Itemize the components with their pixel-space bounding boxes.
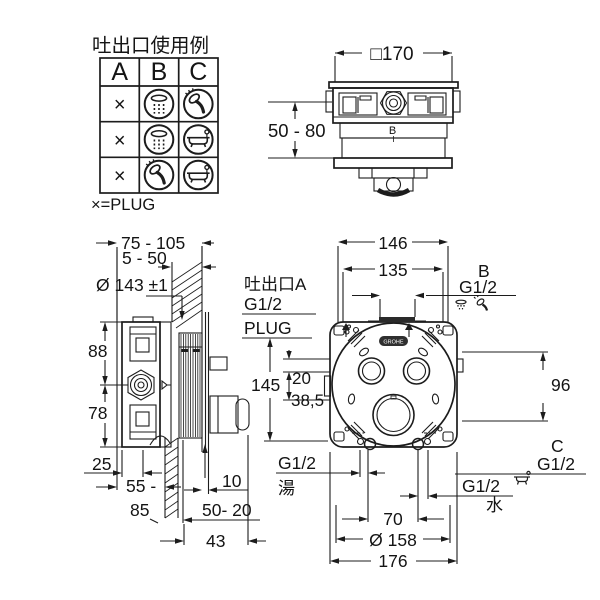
dim-78-text: 78 [88,403,107,423]
grohe-logo [379,336,408,346]
dim-10-text: 10 [222,471,242,491]
dim-135-text: 135 [378,260,407,280]
dim-146-text: 146 [378,233,407,253]
dim-20-38: 20 38,5 [283,350,330,410]
outlet-c-thread-text: G1/2 [537,454,575,474]
hand-shower-icon [182,86,215,120]
cold-thread-text: G1/2 [462,476,500,496]
dim-43: 43 [160,435,266,551]
corner-fixings [333,324,454,442]
dim-88-78: 88 78 [88,321,128,448]
plug-mark: × [114,130,126,152]
grohe-logo-text: GROHE [383,340,404,346]
dim-10: 10 [184,471,248,493]
dim-96-text: 96 [551,375,570,395]
marking-b: B [389,125,396,137]
dim-70-text: 70 [383,509,403,529]
dim-5-50-text: 5 - 50 [122,248,167,268]
dim-55-85: 55 - 85 [96,250,181,524]
wall-section-lower [164,437,179,519]
alignment-arrow-icon [342,323,413,337]
dim-176-text: 176 [378,551,407,571]
dim-20-text: 20 [292,369,311,388]
hand-shower-icon [143,157,175,191]
dim-50-20: 50- 20 [182,440,260,523]
plug-mark: × [114,94,126,116]
dim-25: 25 [84,450,162,477]
usage-table-grid [99,57,219,194]
dim-170: □170 [370,44,413,65]
dim-75-105: 75 - 105 [96,233,214,320]
front-view: 146 135 B G1/2 [242,233,586,571]
dim-70: 70 [342,509,444,529]
outlet-b-text: B [478,261,490,281]
dim-55-text: 55 - [126,476,156,496]
cold-text: 水 [486,496,503,515]
dim-145-text: 145 [251,375,280,395]
overhead-shower-icon [143,88,175,120]
dim-5-50: 5 - 50 [122,248,216,270]
dim-158: Ø 158 [335,505,451,550]
trim-parts [202,356,250,478]
usage-table-title: 吐出口使用例 [92,35,209,57]
dim-50-20-text: 50- 20 [202,500,252,520]
outlet-b-thread-text: G1/2 [459,277,497,297]
bathtub-icon [183,124,214,155]
plug-label-text: PLUG [244,318,292,338]
wall-sleeve [178,312,210,494]
bathtub-icon [183,159,214,191]
dim-145: 145 [251,338,328,442]
mini-overhead-shower-icon [455,299,467,310]
col-header-c: C [189,58,207,86]
cold-inlet-label: G1/2 水 [400,450,513,522]
top-view: □170 [268,44,461,197]
hot-inlet-label: G1/2 湯 [276,450,385,522]
outlet-a-text: 吐出口A [244,275,307,294]
dim-135: 135 [342,260,444,322]
dim-75-105-text: 75 - 105 [121,233,185,253]
outlet-a-label: 吐出口A G1/2 PLUG [242,275,316,339]
overhead-shower-icon [143,124,175,155]
dim-38-5-text: 38,5 [291,391,324,410]
hot-text: 湯 [278,479,295,498]
dim-143-text: Ø 143 ±1 [96,275,168,295]
mini-hand-shower-icon [473,294,489,311]
dim-143: Ø 143 ±1 [96,275,185,320]
dim-50-80: 50 - 80 [268,101,334,159]
usage-table: 吐出口使用例 A B C × × × ×=PLUG [91,35,219,214]
position-marker [161,379,171,391]
plug-legend: ×=PLUG [91,196,155,214]
outlet-c-label: C G1/2 [455,436,586,485]
outlet-a-thread-text: G1/2 [244,294,282,314]
outlet-c-text: C [551,436,564,456]
dim-96: 96 [462,351,570,422]
mini-bathtub-icon [514,470,531,485]
dim-88-text: 88 [88,341,107,361]
front-view-box: GROHE [323,317,464,451]
top-view-body: B [325,81,461,197]
col-header-b: B [151,58,168,86]
dim-25-text: 25 [92,454,111,474]
hot-thread-text: G1/2 [278,453,316,473]
dim-176: 176 [329,452,458,571]
dim-146: 146 [337,233,449,322]
dim-170-lines [334,50,453,82]
dim-85-text: 85 [130,500,149,520]
dim-50-80-text: 50 - 80 [268,120,326,141]
side-view: 75 - 105 5 - 50 Ø 143 ±1 [84,233,266,551]
col-header-a: A [111,58,128,86]
dim-158-text: Ø 158 [369,530,417,550]
outlet-b-label: B G1/2 [352,261,516,317]
plug-mark: × [114,166,126,188]
side-view-box [121,316,172,448]
dim-43-text: 43 [206,531,225,551]
